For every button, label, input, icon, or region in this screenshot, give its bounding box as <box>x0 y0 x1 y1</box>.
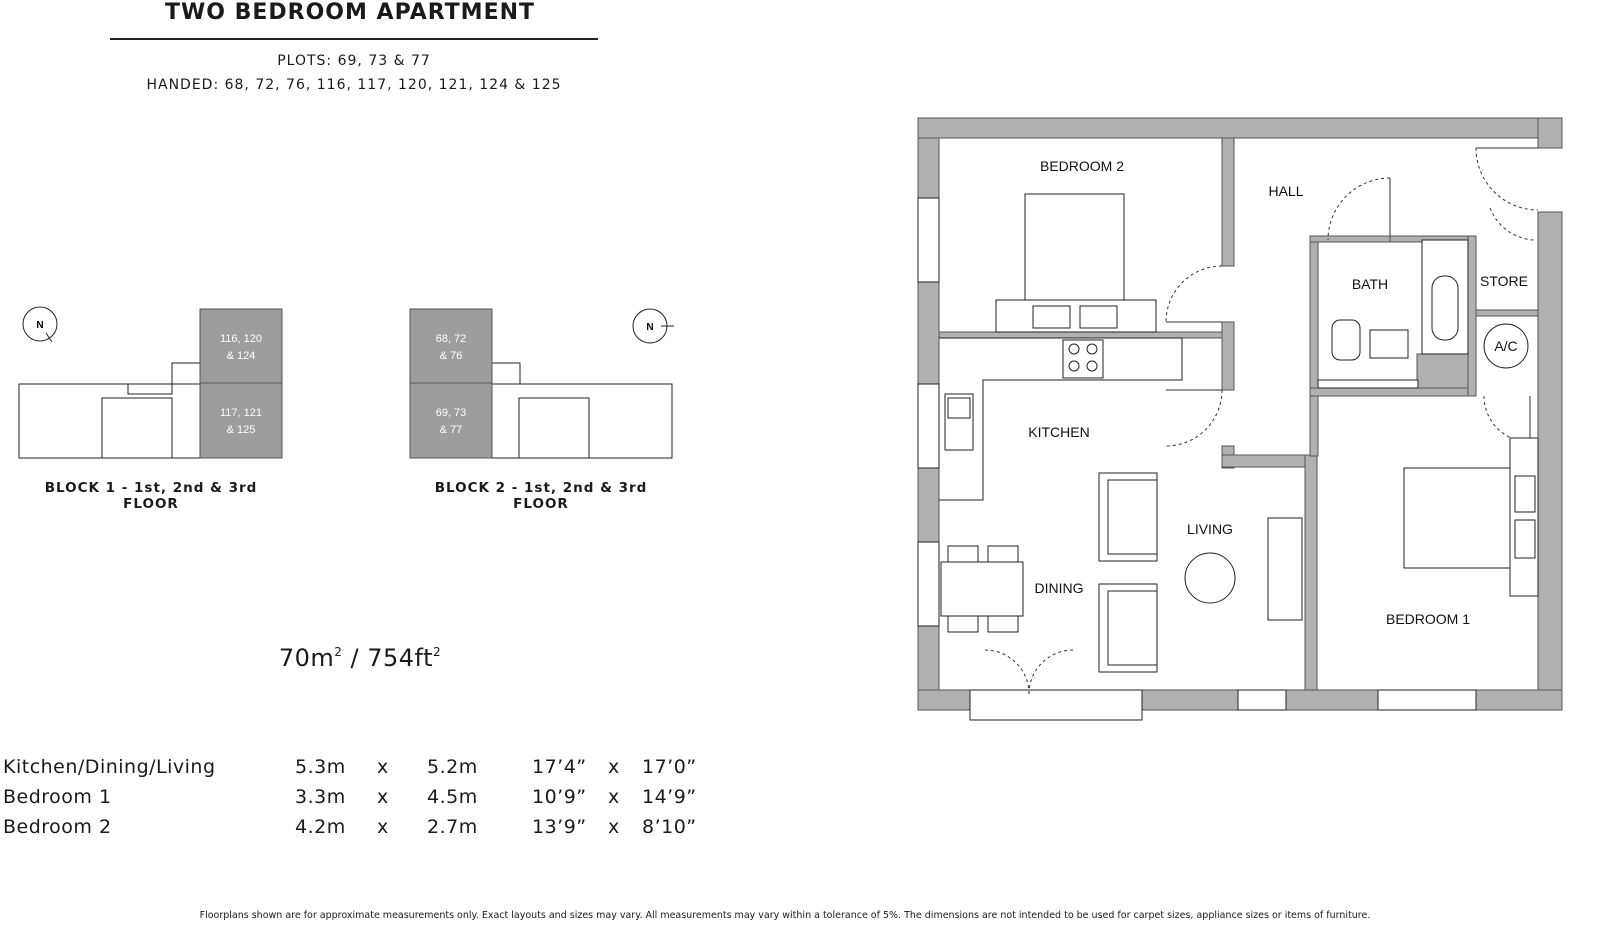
room-label-dining: DINING <box>1035 580 1084 596</box>
room-label-bedroom-2: BEDROOM 2 <box>1040 158 1124 174</box>
block-1-key-plan: N 116, 120 & 124 117, 121 & 125 <box>18 306 283 459</box>
disclaimer-text: Floorplans shown are for approximate mea… <box>199 910 1371 921</box>
page-title: TWO BEDROOM APARTMENT <box>164 0 536 25</box>
north-label: N <box>36 320 43 331</box>
doors <box>984 147 1539 695</box>
unit-label: 69, 73 <box>436 407 467 419</box>
highlighted-unit-upper <box>409 308 493 384</box>
total-area: 70m2 / 754ft2 <box>278 644 442 672</box>
highlighted-unit-lower <box>409 382 493 459</box>
living-furniture <box>1098 472 1303 673</box>
ac-unit <box>1483 323 1529 369</box>
windows <box>917 197 1477 721</box>
bedroom1-bed <box>1403 437 1539 597</box>
unit-label: & 125 <box>227 424 256 436</box>
room-label-bath: BATH <box>1352 276 1388 292</box>
apartment-floorplan: BEDROOM 2 HALL BATH STORE A/C KITCHEN LI… <box>917 117 1563 721</box>
table-row: Bedroom 2 4.2m x 2.7m 13’9” x 8’10” <box>3 816 697 838</box>
highlighted-unit-upper <box>199 308 283 384</box>
room-label-hall: HALL <box>1268 183 1303 199</box>
room-label-kitchen: KITCHEN <box>1028 424 1089 440</box>
title-divider <box>110 38 598 40</box>
adjacent-unit <box>518 397 590 459</box>
unit-label: & 77 <box>440 424 463 436</box>
kitchen-worktop <box>939 337 1183 501</box>
plots-text: PLOTS: 69, 73 & 77 <box>277 53 431 69</box>
room-label-living: LIVING <box>1187 521 1233 537</box>
table-row: Bedroom 1 3.3m x 4.5m 10’9” x 14’9” <box>3 786 697 808</box>
unit-label: & 124 <box>227 350 256 362</box>
bathroom-fixtures <box>1317 239 1469 389</box>
table-row: Kitchen/Dining/Living 5.3m x 5.2m 17’4” … <box>3 756 697 778</box>
block-1-caption: BLOCK 1 - 1st, 2nd & 3rd FLOOR <box>44 480 258 512</box>
unit-label: 117, 121 <box>220 407 262 419</box>
building-outline <box>492 362 672 385</box>
room-label-store: STORE <box>1480 273 1528 289</box>
unit-label: & 76 <box>440 350 463 362</box>
handed-plots-text: HANDED: 68, 72, 76, 116, 117, 120, 121, … <box>146 77 562 93</box>
adjacent-unit <box>101 397 173 459</box>
room-label-bedroom-1: BEDROOM 1 <box>1386 611 1470 627</box>
dining-table <box>940 545 1024 633</box>
building-outline <box>19 362 200 395</box>
highlighted-unit-lower <box>199 382 283 459</box>
double-bed <box>995 193 1157 333</box>
block-2-caption: BLOCK 2 - 1st, 2nd & 3rd FLOOR <box>434 480 648 512</box>
room-label-ac: A/C <box>1494 338 1517 354</box>
block-2-key-plan: N 68, 72 & 76 69, 73 & 77 <box>409 308 674 459</box>
room-dimensions-table: Kitchen/Dining/Living 5.3m x 5.2m 17’4” … <box>0 752 712 842</box>
unit-label: 116, 120 <box>220 333 262 345</box>
north-label: N <box>646 322 653 333</box>
unit-label: 68, 72 <box>436 333 467 345</box>
north-compass-icon: N <box>632 308 674 344</box>
north-compass-icon: N <box>22 306 58 343</box>
